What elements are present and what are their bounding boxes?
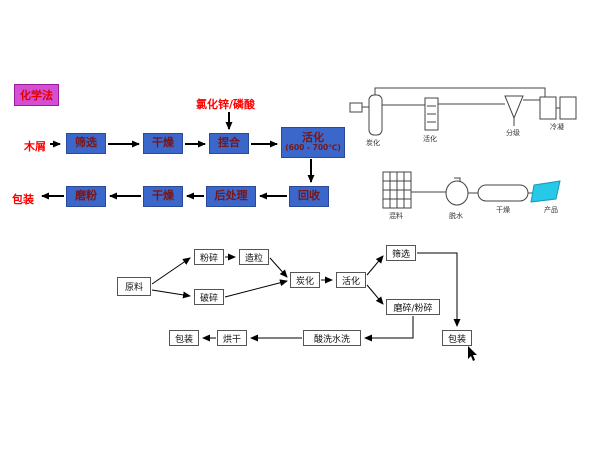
cyclone-classifier bbox=[504, 95, 524, 120]
equipment-label-dryer: 干燥 bbox=[496, 206, 510, 214]
equipment-label-dewater: 脱水 bbox=[449, 212, 463, 220]
condenser-unit-a bbox=[539, 96, 557, 120]
chem-step-grinding: 磨粉 bbox=[66, 186, 106, 207]
carbonization-tower bbox=[368, 94, 383, 136]
wood-chips-input-label: 木屑 bbox=[24, 140, 46, 153]
flow-step-sieve: 筛选 bbox=[386, 245, 416, 261]
packing-output-label: 包装 bbox=[12, 193, 34, 206]
chem-step-kneading: 捏合 bbox=[209, 133, 249, 154]
chem-step-activation: 活化 (600 - 700℃) bbox=[281, 127, 345, 158]
cursor-mark bbox=[468, 346, 477, 361]
chem-step-recovery: 回收 bbox=[289, 186, 329, 207]
flow-step-acid-wash: 酸洗水洗 bbox=[303, 330, 361, 346]
flow-step-pack-right: 包装 bbox=[442, 330, 472, 346]
equipment-label-classifier: 分级 bbox=[506, 129, 520, 137]
chem-step-screening: 筛选 bbox=[66, 133, 106, 154]
chemical-method-label: 化学法 bbox=[14, 84, 59, 106]
flow-step-crush: 粉碎 bbox=[194, 249, 224, 265]
flow-step-carbonize: 炭化 bbox=[290, 272, 320, 288]
chem-step-drying-1: 干燥 bbox=[143, 133, 183, 154]
dryer-cylinder bbox=[477, 184, 529, 202]
equipment-label-condenser: 冷凝 bbox=[550, 123, 564, 131]
feeder-box bbox=[349, 102, 363, 113]
flow-step-activate: 活化 bbox=[336, 272, 366, 288]
equipment-diagram bbox=[349, 87, 577, 209]
equipment-label-product: 产品 bbox=[544, 206, 558, 214]
product-shape bbox=[530, 180, 561, 203]
chem-step-drying-2: 干燥 bbox=[143, 186, 183, 207]
equipment-label-carbonization: 炭化 bbox=[366, 139, 380, 147]
flow-step-pack-left: 包装 bbox=[169, 330, 199, 346]
reagent-label: 氯化锌/磷酸 bbox=[196, 98, 256, 111]
dewater-vessel bbox=[445, 180, 469, 206]
equipment-label-activation: 活化 bbox=[423, 135, 437, 143]
bottom-flow-arrows bbox=[151, 252, 461, 342]
condenser-unit-b bbox=[559, 96, 577, 120]
flow-step-break: 破碎 bbox=[194, 289, 224, 305]
activation-temperature: (600 - 700℃) bbox=[285, 143, 341, 153]
chem-flow-arrows bbox=[41, 112, 315, 200]
equipment-label-mixer: 混料 bbox=[389, 212, 403, 220]
flow-step-dry: 烘干 bbox=[217, 330, 247, 346]
flow-step-raw-material: 原料 bbox=[117, 277, 151, 296]
activation-title: 活化 bbox=[302, 131, 324, 145]
flow-step-grind: 磨碎/粉碎 bbox=[386, 299, 440, 315]
activation-tower bbox=[424, 97, 439, 131]
chem-step-post-treatment: 后处理 bbox=[206, 186, 256, 207]
flow-step-granulate: 造粒 bbox=[239, 249, 269, 265]
